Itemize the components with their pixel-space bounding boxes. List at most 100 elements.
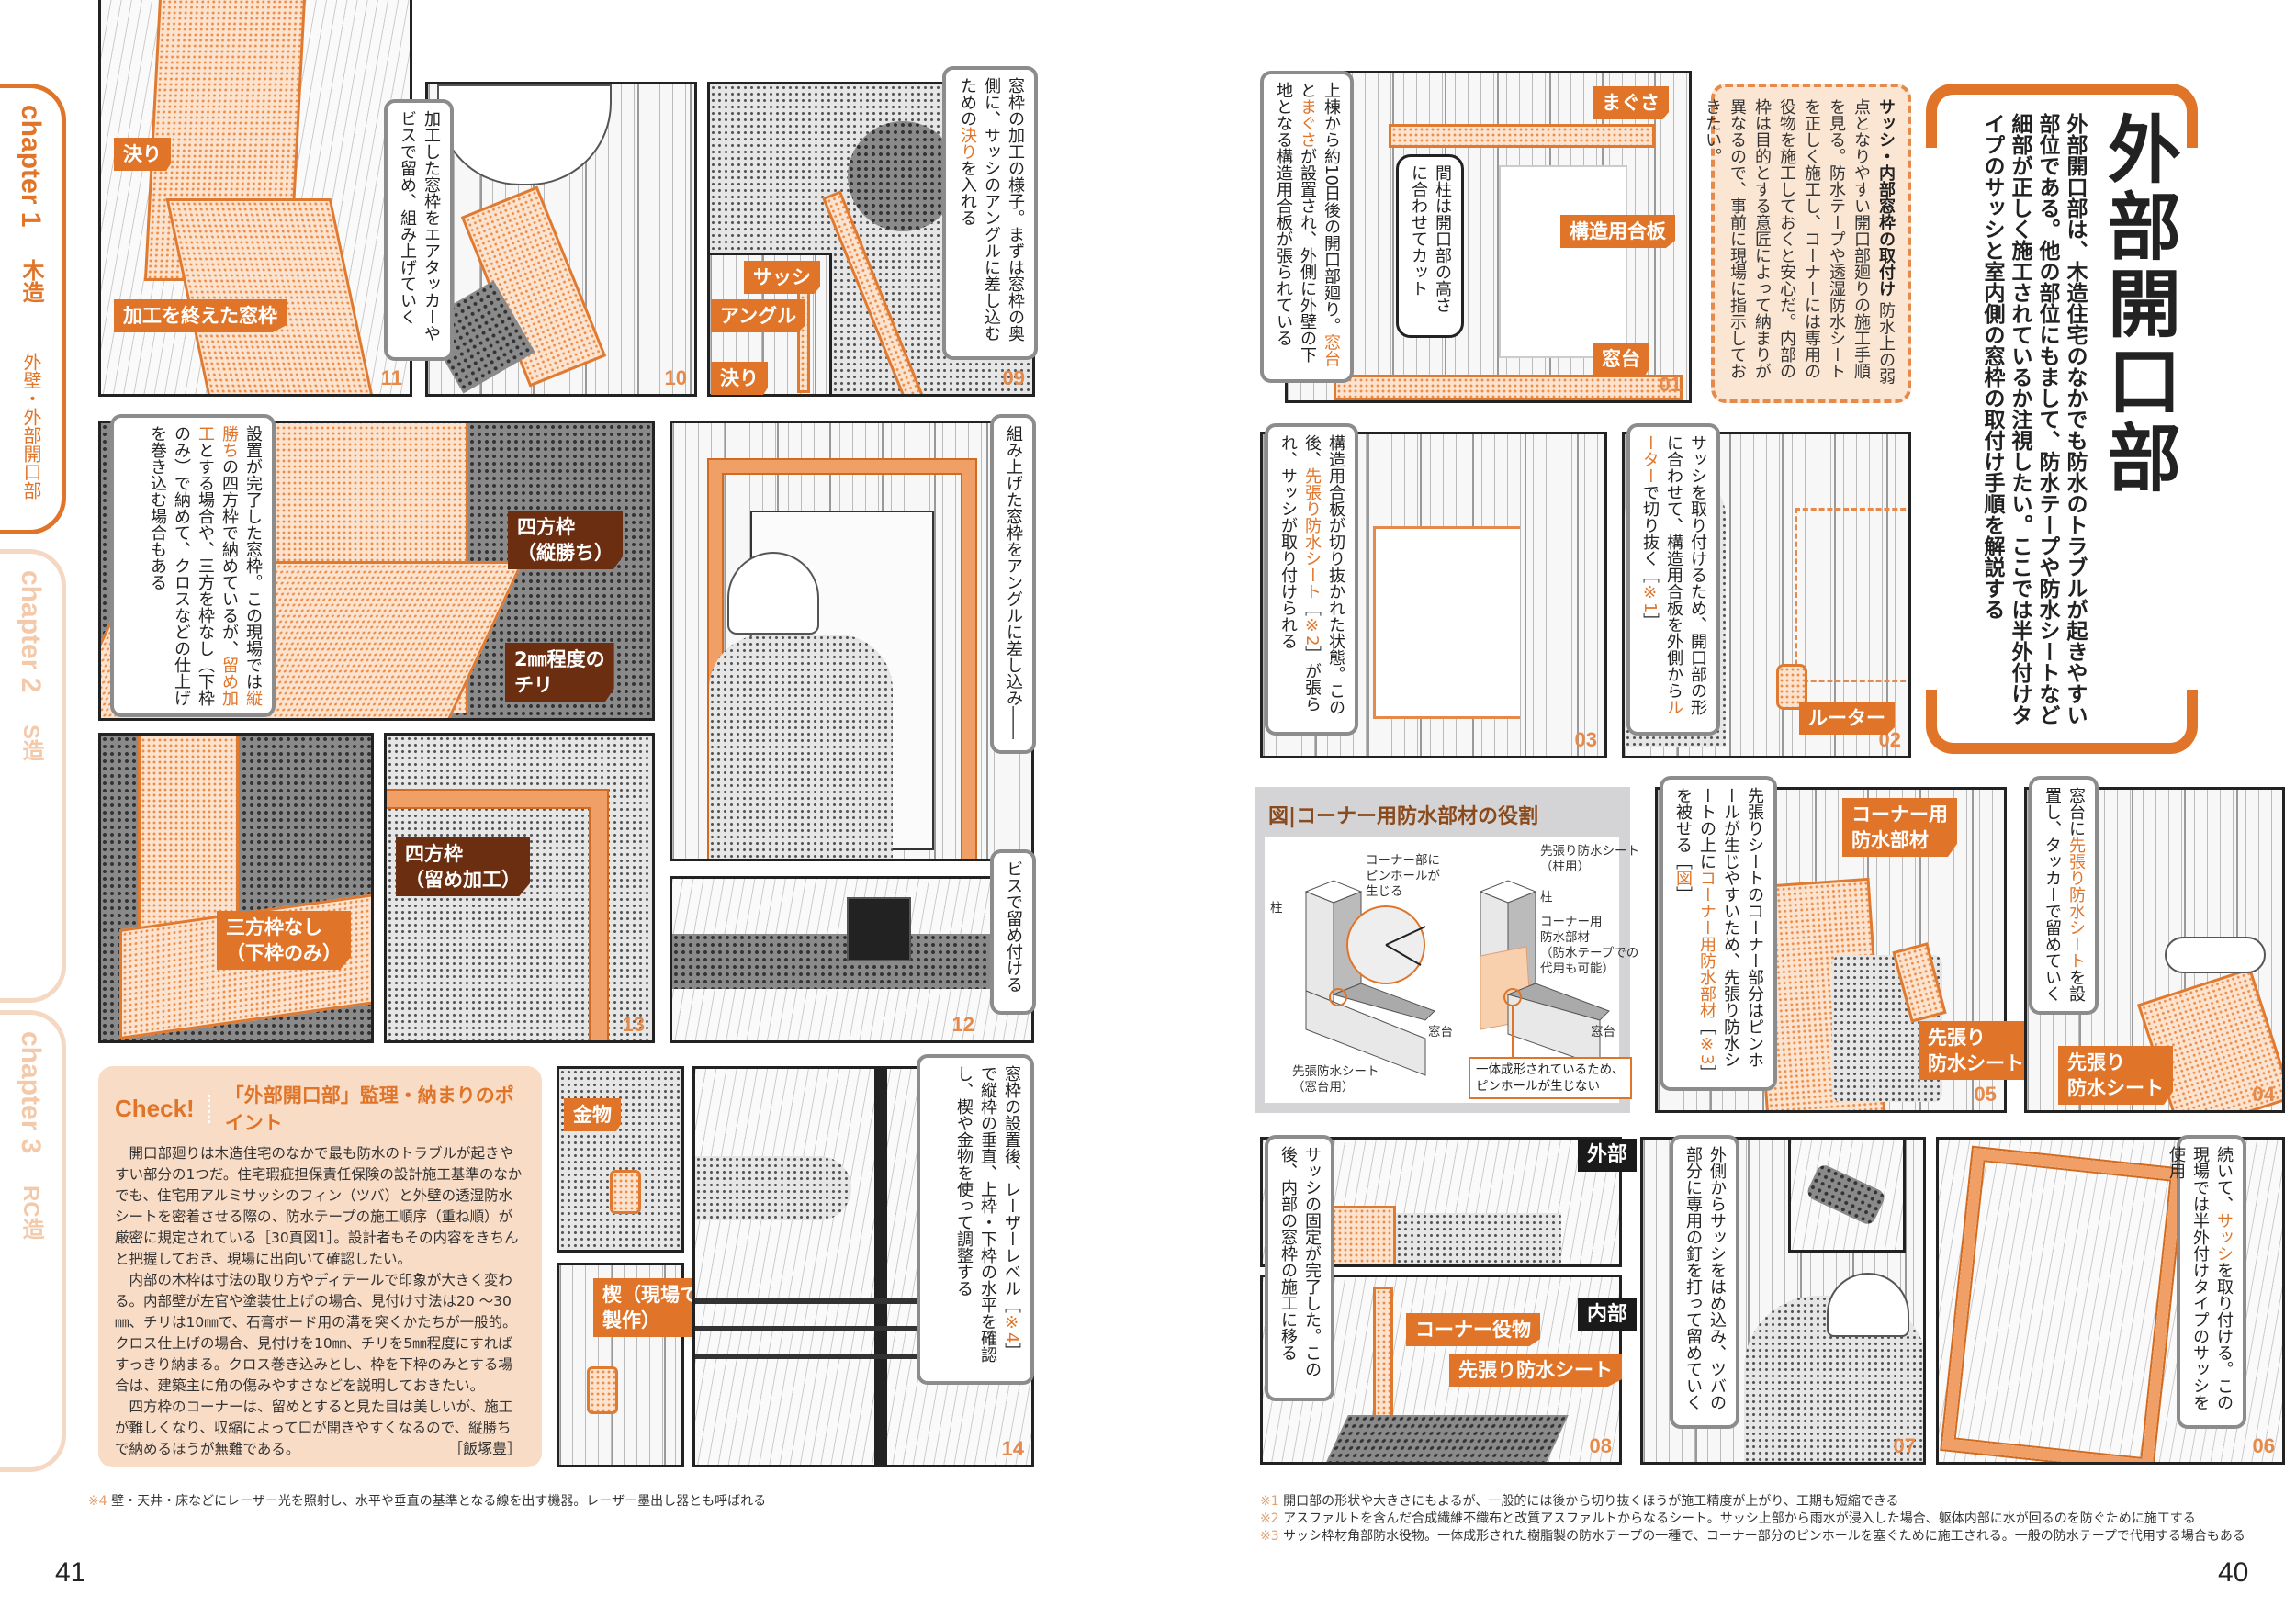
caption-06: 続いて、サッシを取り付ける。この現場では半外付けタイプのサッシを使用 xyxy=(2167,1135,2246,1429)
chapter-tab-2[interactable]: chapter 2 S造 xyxy=(0,549,66,1003)
caption-text: を取り付ける。この現場では半外付けタイプのサッシを使用 xyxy=(2167,1146,2234,1410)
caption-07: 外側からサッシをはめ込み、ツバの部分に専用の釘を打って留めていく xyxy=(1670,1135,1739,1429)
sill-illustration xyxy=(1324,1415,1569,1462)
caption-text: 続いて、 xyxy=(2214,1146,2234,1212)
helmet-illustration xyxy=(727,552,819,635)
caption-text: ［ xyxy=(1697,1018,1716,1035)
caption-text: 窓枠の設置後、レーザーレベル［ xyxy=(1002,1065,1021,1313)
opening-illustration xyxy=(1373,526,1520,719)
caption-text: 窓枠の加工の様子。まずは窓枠の奥側に、サッシのアングルに差し込むための xyxy=(958,77,1025,342)
footnote-mark: ※2 xyxy=(1260,1511,1279,1526)
caption-text: が設置され、外側に外壁の下地となる構造用合板が張られている xyxy=(1274,82,1317,363)
caption-text: サッシを取り付けるため、開口部の形に合わせて、構造用合板を外側から xyxy=(1664,434,1707,715)
chapter-tab-3[interactable]: chapter 3 RC造 xyxy=(0,1010,66,1472)
fig-label-sheet-pillar: 先張り防水シート （柱用） xyxy=(1540,844,1639,874)
label-corner-member: コーナー用 防水部材 xyxy=(1842,798,1957,857)
caption-text: ］で縦枠の垂直、上枠・下枠の水平を確認し、楔や金物を使って調整する xyxy=(954,1065,1021,1363)
chapter-tab-1[interactable]: chapter 1 木造 外壁・外部開口部 xyxy=(0,84,66,534)
label-sanpo-nashi: 三方枠なし （下枠のみ） xyxy=(217,911,351,970)
footnote-mark: ※1 xyxy=(1260,1494,1279,1509)
drill-illustration xyxy=(847,897,911,961)
title-box: 外部開口部 外部開口部は、木造住宅のなかでも防水のトラブルが起きやすい部位である… xyxy=(1926,84,2198,754)
panel-number: 01 xyxy=(1659,373,1682,396)
caption-highlight: まぐさ xyxy=(1298,98,1317,148)
fig-label-pillar-left: 柱 xyxy=(1270,901,1283,916)
caption-highlight: コーナー用防水部材 xyxy=(1697,870,1716,1018)
label-yotsu-tome: 四方枠 （留め加工） xyxy=(396,837,530,896)
caption-text: 加工した窓枠をエアタッカーやビスで留め、組み上げていく xyxy=(398,110,441,342)
page-title: 外部開口部 xyxy=(2098,111,2179,497)
page-number-right: 40 xyxy=(2218,1557,2249,1588)
label-router: ルーター xyxy=(1799,702,1895,735)
footnote-text: 壁・天井・床などにレーザー光を照射し、水平や垂直の基準となる線を出す機器。レーザ… xyxy=(111,1494,767,1509)
label-madodai: 窓台 xyxy=(1593,343,1649,376)
panel-12: 12 xyxy=(670,876,1034,1043)
check-badge: Check! xyxy=(115,1094,210,1123)
caption-highlight: 窓台 xyxy=(1322,333,1341,367)
label-sheet-08: 先張り防水シート xyxy=(1449,1354,1622,1387)
caption-highlight: ※4 xyxy=(1002,1313,1021,1343)
label-outside: 外部 xyxy=(1578,1139,1638,1172)
caption-09: 窓枠の加工の様子。まずは窓枠の奥側に、サッシのアングルに差し込むための決りを入れ… xyxy=(942,66,1038,360)
sill-illustration xyxy=(672,934,1030,989)
footnote-mark: ※4 xyxy=(88,1494,107,1509)
caption-text: を設置し、タッカーで留めていく xyxy=(2043,787,2086,1002)
caption-text: 組み上げた窓枠をアングルに差し込み―― xyxy=(1004,425,1023,739)
panel-number: 07 xyxy=(1893,1434,1916,1457)
sill-illustration xyxy=(695,1298,1031,1304)
caption-text: ］を被せる［ xyxy=(1673,787,1716,1073)
caption-text: の四方枠で納めているが、 xyxy=(219,458,239,657)
figure-diagram xyxy=(1304,880,1610,1076)
label-corner-piece: コーナー役物 xyxy=(1406,1313,1540,1346)
caption-text: 三方を枠なし（下枠のみ）で納めて、クロスなどの仕上げを巻き込む場合もある xyxy=(148,425,215,706)
title-bracket-top xyxy=(1926,84,2198,148)
fig-label-sill-right: 窓台 xyxy=(1591,1025,1615,1039)
label-inside: 内部 xyxy=(1578,1298,1638,1331)
fig-label-sill-left: 窓台 xyxy=(1428,1025,1453,1039)
chapter-label: chapter 2 xyxy=(16,570,46,693)
hammer-illustration xyxy=(1805,1162,1887,1228)
footnote-1: ※1 開口部の形状や大きさにもよるが、一般的には後から切り抜くほうが施工精度が上… xyxy=(1260,1491,1899,1510)
panel-11: 11 xyxy=(98,0,412,397)
check-paragraph: 開口部廻りは木造住宅のなかで最も防水のトラブルが起きやすい部分の1つだ。住宅瑕疵… xyxy=(115,1145,523,1267)
label-kimari-2: 決り xyxy=(711,362,768,395)
panel-number: 12 xyxy=(951,1013,974,1036)
caption-text: ［ xyxy=(1302,600,1322,616)
caption-text: ］ xyxy=(1640,612,1660,630)
label-sheet-05: 先張り 防水シート xyxy=(1919,1021,2033,1080)
caption-highlight: 先張り防水シート xyxy=(2066,837,2086,969)
circular-saw-illustration xyxy=(848,121,958,231)
label-kimari: 決り xyxy=(114,138,171,171)
title-bracket-bottom xyxy=(1926,690,2198,754)
caption-12a: 組み上げた窓枠をアングルに差し込み―― xyxy=(990,414,1036,754)
worker-illustration xyxy=(709,635,893,859)
panel-number: 14 xyxy=(1001,1437,1024,1460)
footnote-2: ※2 アスファルトを含んだ合成繊維不織布と改質アスファルトからなるシート。サッシ… xyxy=(1260,1509,2196,1527)
label-kanamono: 金物 xyxy=(564,1098,621,1131)
label-processed-frame: 加工を終えた窓枠 xyxy=(114,299,287,332)
check-paragraph: 内部の木枠は寸法の取り方やディテールで印象が大きく変わる。内部壁が左官や塗装仕上… xyxy=(115,1272,517,1394)
panel-number: 05 xyxy=(1974,1083,1997,1106)
footnote-4: ※4 壁・天井・床などにレーザー光を照射し、水平や垂直の基準となる線を出す機器。… xyxy=(88,1491,766,1510)
caption-01: 上棟から約10日後の開口部廻り。窓台とまぐさが設置され、外側に外壁の下地となる構… xyxy=(1260,71,1354,383)
panel-number: 10 xyxy=(664,366,687,389)
label-plywood: 構造用合板 xyxy=(1560,215,1675,248)
check-paragraph: 四方枠のコーナーは、留めとすると見た目は美しいが、施工が難しくなり、収縮によって… xyxy=(115,1399,513,1457)
lead-text: 外部開口部は、木造住宅のなかでも防水のトラブルが起きやすい部位である。他の部位に… xyxy=(1980,113,2087,725)
window-jamb-illustration xyxy=(874,1069,887,1465)
caption-14: 窓枠の設置後、レーザーレベル［※4］で縦枠の垂直、上枠・下枠の水平を確認し、楔や… xyxy=(917,1054,1034,1385)
caption-text: 設置が完了した窓枠。この現場では xyxy=(243,425,263,690)
caption-12b: ビスで留め付ける xyxy=(990,849,1036,1015)
panel-number: 03 xyxy=(1574,728,1597,751)
footnote-3: ※3 サッシ枠材角部防水役物。一体成形された樹脂製の防水テープの一種で、コーナー… xyxy=(1260,1526,2245,1545)
caption-text: で切り抜く［ xyxy=(1640,484,1660,583)
cut-line-illustration xyxy=(1795,508,1908,682)
chapter-name: 木造 xyxy=(18,258,43,303)
check-box: Check! 「外部開口部」監理・納まりのポイント 開口部廻りは木造住宅のなかで… xyxy=(98,1066,542,1467)
fig-label-pinhole: コーナー部に ピンホールが 生じる xyxy=(1366,853,1440,899)
panel-07-inset xyxy=(1788,1137,1906,1253)
corner-piece-illustration xyxy=(1373,1287,1393,1424)
fig-label-pillar-right: 柱 xyxy=(1540,890,1553,905)
frame-jamb-illustration xyxy=(138,736,239,952)
caption-highlight: 先張り防水シート xyxy=(1302,467,1322,600)
